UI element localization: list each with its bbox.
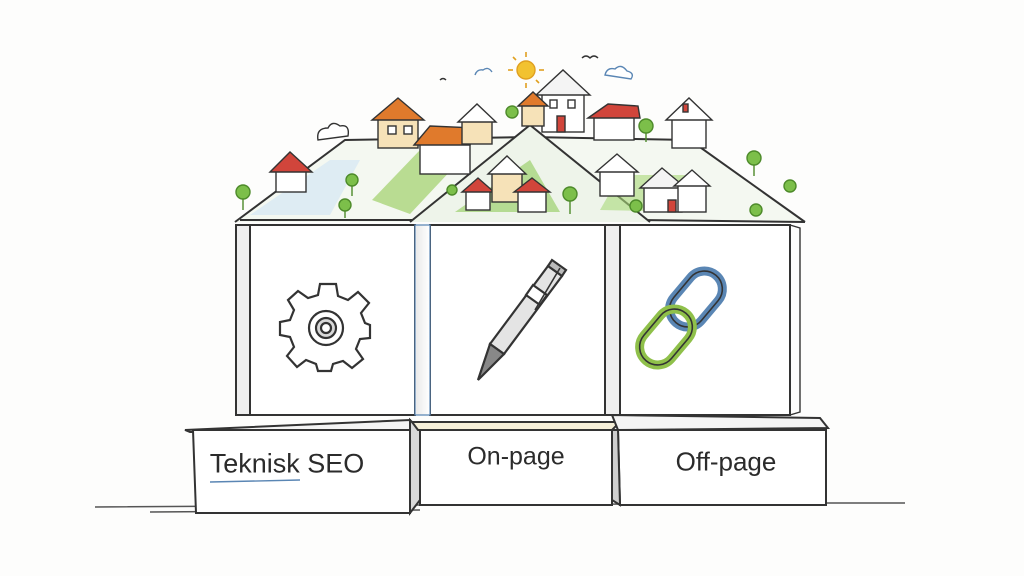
rooftop-village bbox=[235, 52, 797, 218]
base-boxes bbox=[184, 413, 831, 516]
chain-link-icon bbox=[635, 266, 727, 370]
pillar-label-off-page: Off-page bbox=[675, 446, 777, 477]
pen-icon bbox=[476, 258, 568, 381]
sun-icon bbox=[516, 60, 536, 80]
gear-icon bbox=[278, 282, 372, 373]
pillar-label-on-page: On-page bbox=[467, 442, 565, 471]
pillar-label-teknisk-seo: Teknisk SEO bbox=[209, 448, 365, 479]
